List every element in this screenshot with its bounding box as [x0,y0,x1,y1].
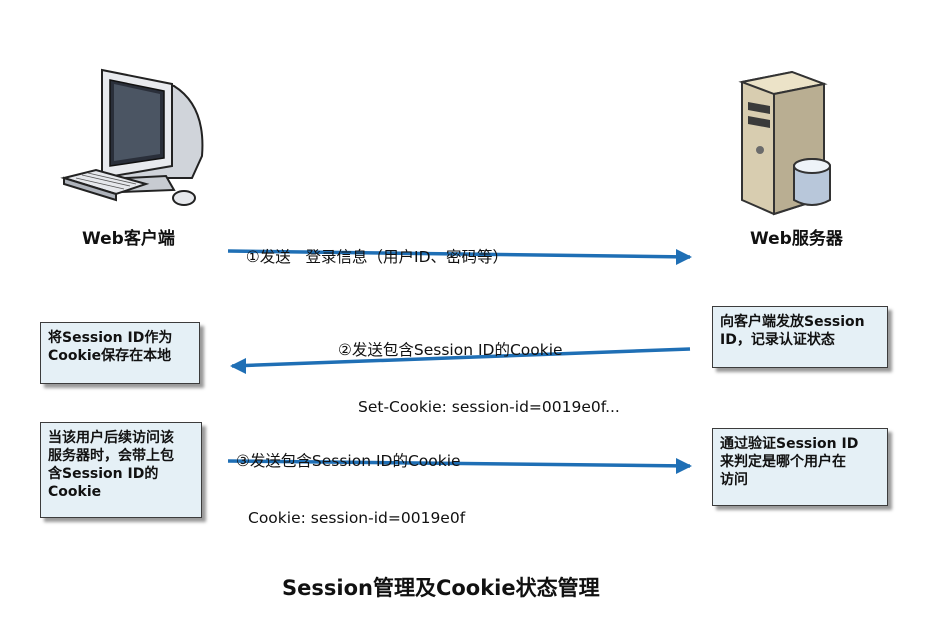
message-set-cookie: ②发送包含Session ID的Cookie Set-Cookie: sessi… [338,303,620,436]
client-label: Web客户端 [82,229,175,249]
note-client-send-line: 含Session ID的 [48,466,159,482]
computer-icon [60,68,204,206]
note-client-store: 将Session ID作为 Cookie保存在本地 [40,322,200,384]
note-client-send-line: Cookie [48,484,102,500]
arrow-send-cookie [227,459,691,468]
message-login-line1: ①发送 登录信息（用户ID、密码等） [245,248,509,266]
note-client-send: 当该用户后续访问该 服务器时，会带上包 含Session ID的 Cookie [40,422,202,518]
arrow-login-head [676,249,692,265]
note-server-verify-line: 通过验证Session ID [720,436,859,452]
message-login: ①发送 登录信息（用户ID、密码等） [236,229,508,267]
message-send-cookie-line1: ③发送包含Session ID的Cookie [236,452,461,470]
note-server-verify-line: 来判定是哪个用户在 [720,454,846,470]
note-client-send-line: 当该用户后续访问该 [48,430,174,446]
arrow-set-cookie-head [230,358,246,374]
server-label: Web服务器 [750,229,843,249]
note-server-verify-line: 访问 [720,472,748,488]
arrow-login [227,249,691,259]
arrow-set-cookie [231,347,691,368]
note-client-store-line: 将Session ID作为 [48,330,173,346]
message-set-cookie-line2: Set-Cookie: session-id=0019e0f... [358,398,620,416]
note-client-send-line: 服务器时，会带上包 [48,448,174,464]
note-server-issue-line: ID，记录认证状态 [720,332,835,348]
server-icon [738,70,831,216]
note-server-issue-line: 向客户端发放Session [720,314,865,330]
diagram-title: Session管理及Cookie状态管理 [282,576,600,600]
message-send-cookie-line2: Cookie: session-id=0019e0f [248,509,466,527]
message-set-cookie-line1: ②发送包含Session ID的Cookie [338,341,563,359]
arrow-send-cookie-head [676,458,692,474]
note-server-issue: 向客户端发放Session ID，记录认证状态 [712,306,888,368]
note-client-store-line: Cookie保存在本地 [48,348,172,364]
message-send-cookie: ③发送包含Session ID的Cookie Cookie: session-i… [236,414,465,547]
note-server-verify: 通过验证Session ID 来判定是哪个用户在 访问 [712,428,888,506]
